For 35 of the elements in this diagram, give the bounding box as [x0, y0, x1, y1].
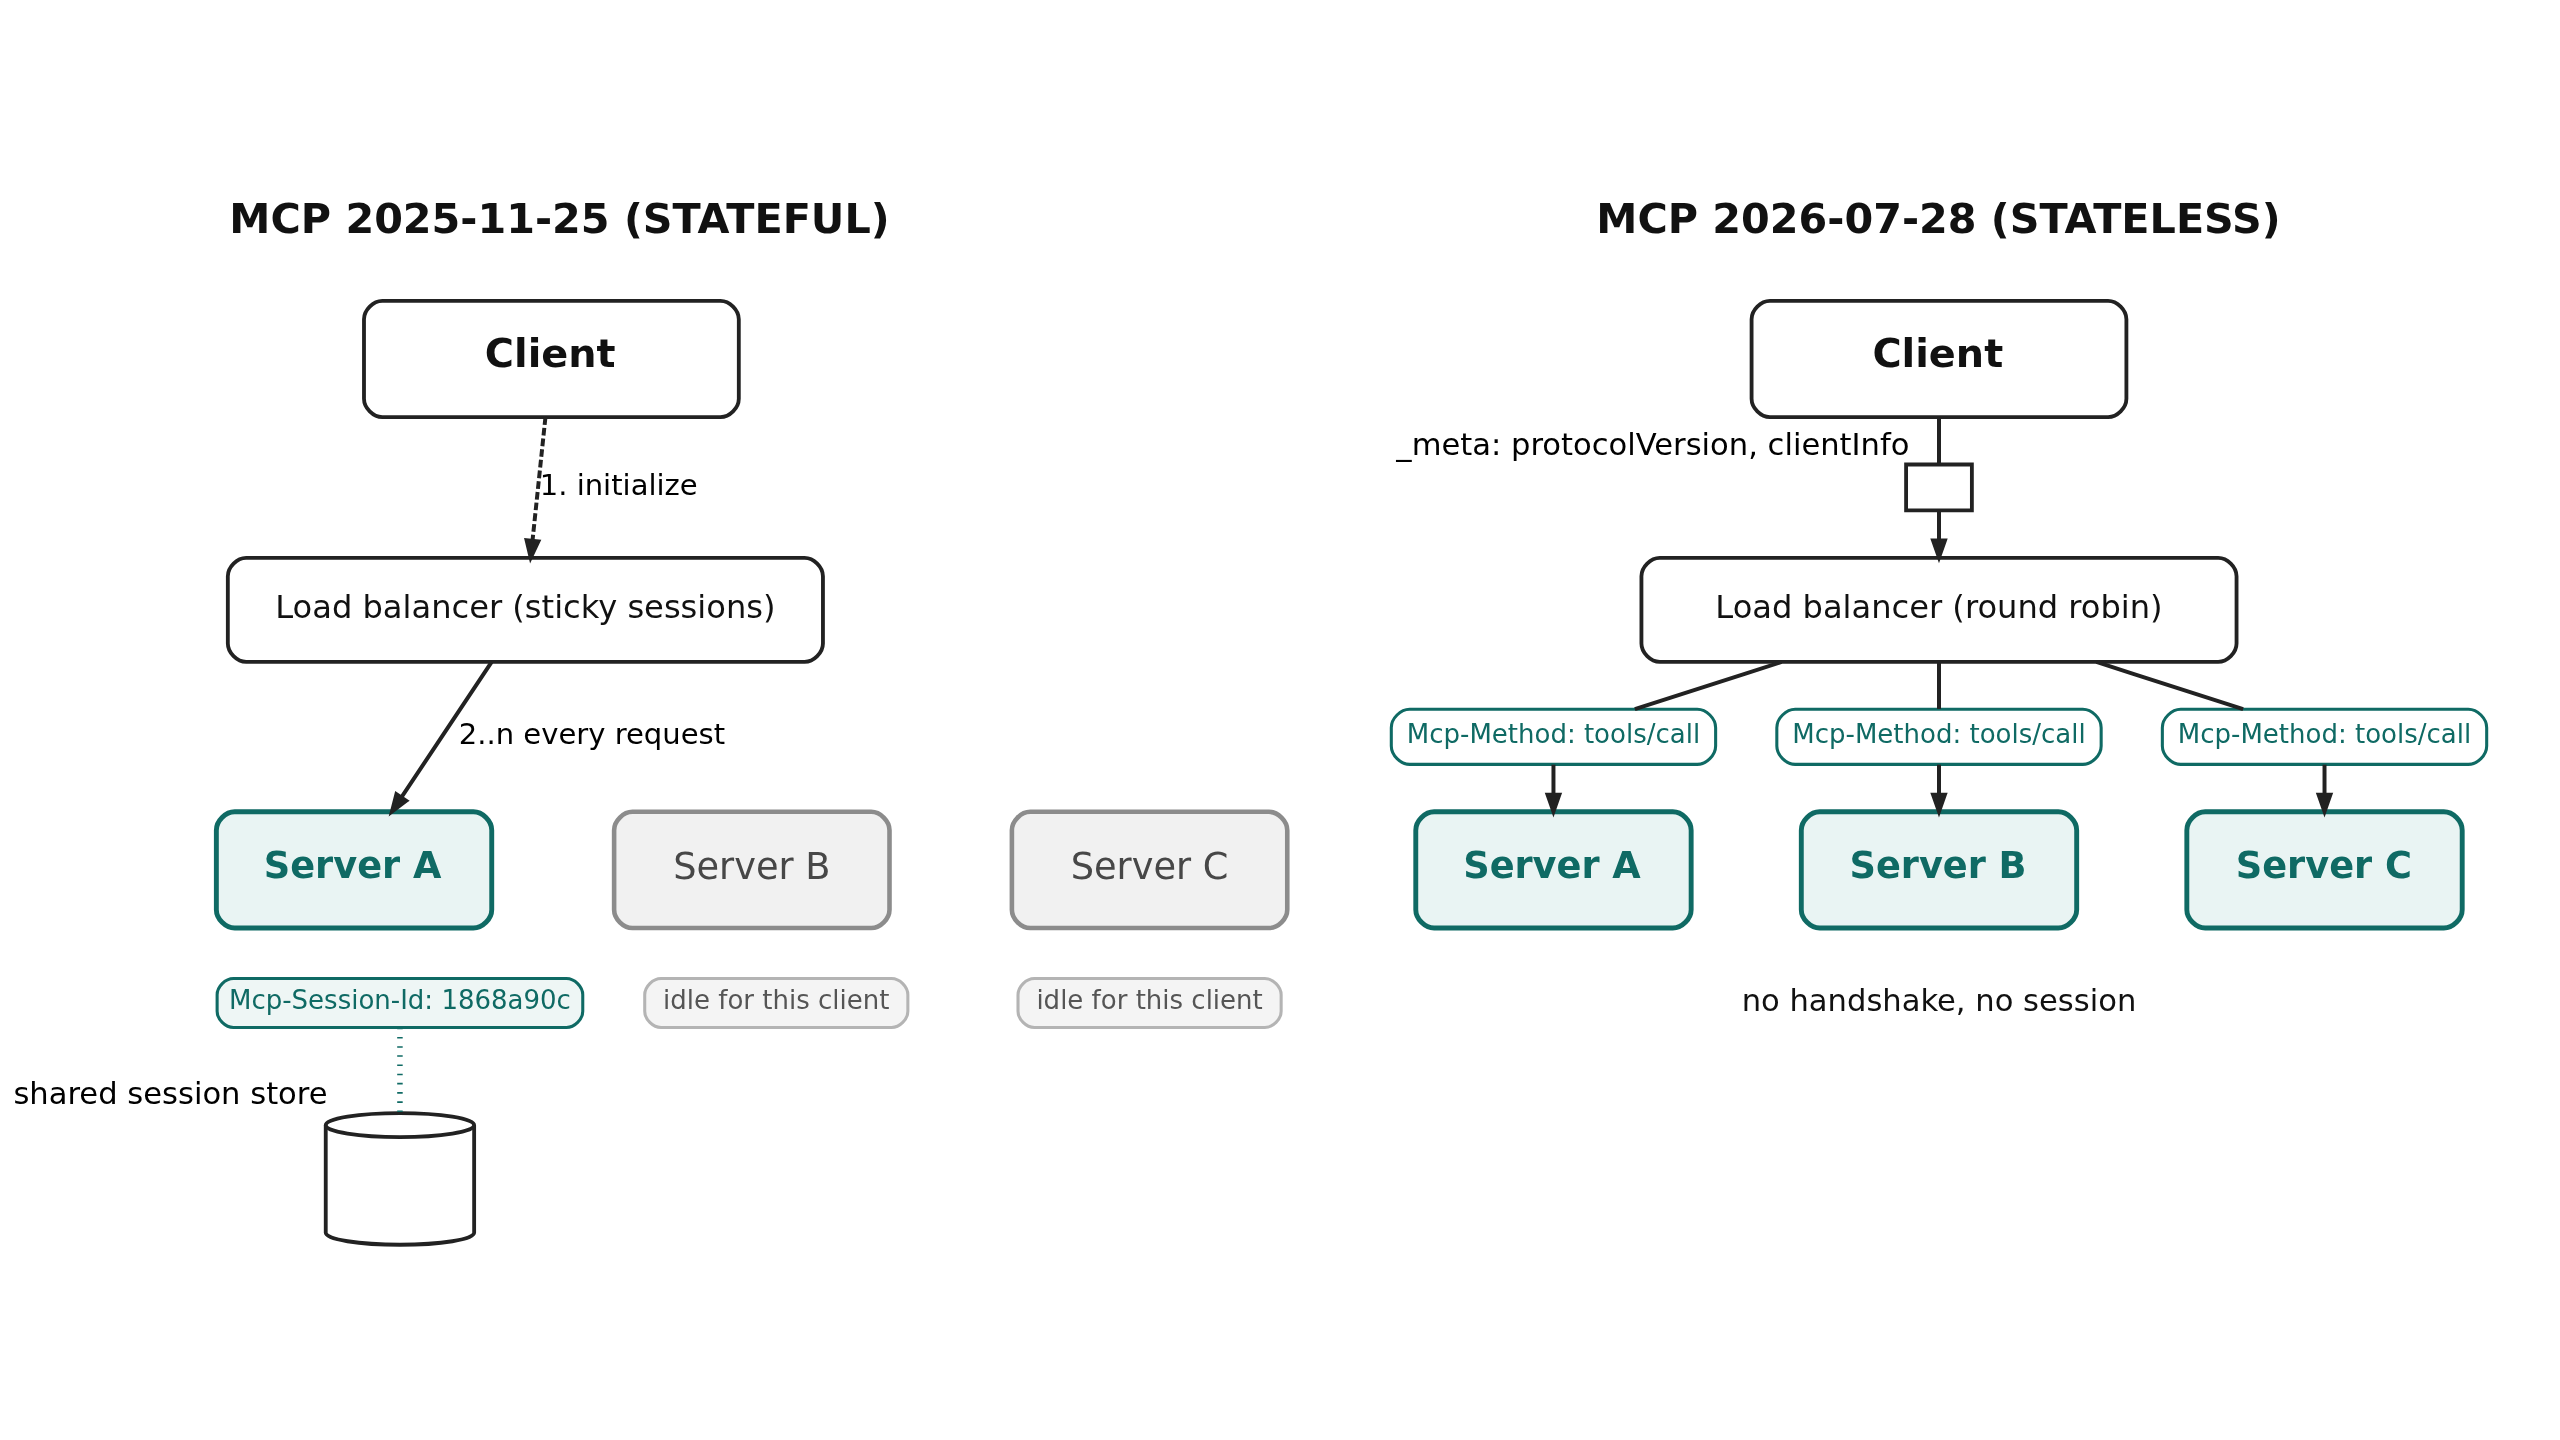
label: MCP 2025-11-25 (STATEFUL) — [229, 194, 890, 243]
connector — [397, 1027, 403, 1113]
connector — [1634, 660, 1783, 712]
node-box: Mcp-Session-Id: 1868a90c — [215, 977, 585, 1030]
node-box: Server C — [2184, 809, 2465, 931]
connector — [1937, 662, 1941, 710]
edge-label: 2..n every request — [458, 717, 726, 752]
node-label: shared session store — [13, 1076, 328, 1111]
node-box: Server A — [1413, 809, 1694, 931]
arrow — [388, 661, 494, 817]
arrow — [2315, 764, 2334, 818]
node-box: Load balancer (round robin) — [1639, 555, 2239, 664]
connector — [1937, 417, 1941, 465]
arrow — [1930, 764, 1948, 818]
node-box: Mcp-Method: tools/call — [1389, 707, 1718, 766]
node-box: idle for this client — [643, 977, 910, 1030]
node-box: Server C — [1009, 809, 1290, 931]
node-box: Client — [1749, 298, 2129, 419]
node-box: idle for this client — [1016, 977, 1283, 1030]
arrow — [1930, 510, 1948, 564]
edge-label: 1. initialize — [539, 467, 698, 502]
node-box: Mcp-Method: tools/call — [1775, 707, 2103, 766]
node-box: Server A — [213, 809, 495, 931]
label: no handshake, no session — [1741, 982, 2137, 1018]
label: MCP 2026-07-28 (STATELESS) — [1596, 194, 2281, 243]
arrow — [1544, 764, 1563, 818]
node-box: Mcp-Method: tools/call — [2160, 707, 2489, 766]
arrow — [524, 417, 548, 564]
node-label: _meta: protocolVersion, clientInfo — [1396, 427, 1910, 463]
node-box: Client — [362, 298, 741, 419]
node-envelope — [1904, 462, 1974, 513]
node-box: Server B — [1798, 809, 2080, 931]
node-box: Load balancer (sticky sessions) — [225, 555, 825, 664]
connector — [2095, 660, 2244, 712]
node-box: Server B — [611, 809, 892, 931]
